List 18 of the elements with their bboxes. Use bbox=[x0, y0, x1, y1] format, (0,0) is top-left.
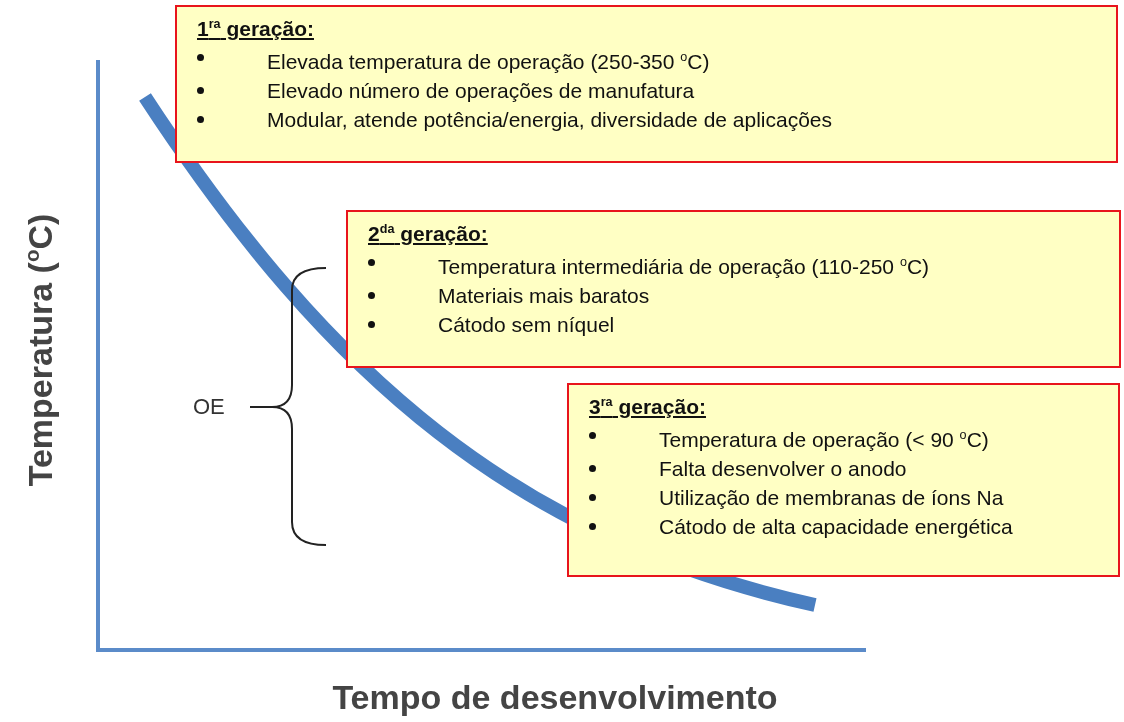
bullet-text: Falta desenvolver o anodo bbox=[659, 456, 907, 482]
box-heading: 2$^{da}$ geração: bbox=[368, 222, 488, 246]
bullet-text: Elevada temperatura de operação (250-350 $^{o}$C) bbox=[267, 49, 710, 75]
bullet-text: Modular, atende potência/energia, diversidade de aplicações bbox=[267, 107, 833, 133]
bullet-text: Materiais mais baratos bbox=[438, 283, 650, 309]
bullet-text: Cátodo sem níquel bbox=[438, 312, 615, 338]
box-heading: 1$^{ra}$ geração: bbox=[197, 17, 314, 41]
bullet-text: Temperatura intermediária de operação (110-250 $^{o}$C) bbox=[438, 254, 930, 280]
text-box bbox=[567, 383, 1120, 577]
text-box bbox=[346, 210, 1121, 368]
bullet-text: Temperatura de operação (< 90 $^{o}$C) bbox=[659, 427, 989, 453]
text-box bbox=[175, 5, 1118, 163]
bullet-text: Utilização de membranas de íons Na bbox=[659, 485, 1004, 511]
bullet-text: Cátodo de alta capacidade energética bbox=[659, 514, 1013, 540]
bullet-text: Elevado número de operações de manufatura bbox=[267, 78, 695, 104]
axis-title: Tempo de desenvolvimento bbox=[332, 677, 778, 717]
box-heading: 3$^{ra}$ geração: bbox=[589, 395, 706, 419]
bracket-label: OE bbox=[193, 394, 225, 420]
